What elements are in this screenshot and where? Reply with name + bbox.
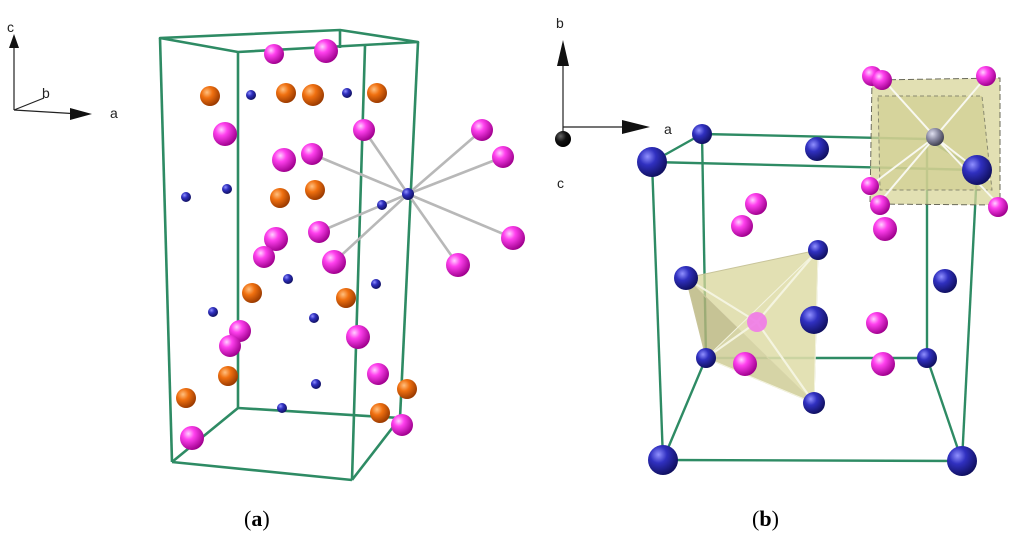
orange-atom <box>270 188 290 208</box>
magenta-atom <box>870 195 890 215</box>
magenta-atom <box>731 215 753 237</box>
blue-atom <box>962 155 992 185</box>
magenta-atom <box>180 426 204 450</box>
panel-a: c b a <box>7 19 525 482</box>
blue-atom <box>637 147 667 177</box>
blue-atom <box>808 240 828 260</box>
magenta-atom <box>745 193 767 215</box>
orange-atom <box>242 283 262 303</box>
axis-c-dot-icon <box>555 131 571 147</box>
orange-atom <box>176 388 196 408</box>
blue-atom <box>246 90 256 100</box>
magenta-atom <box>322 250 346 274</box>
magenta-atom <box>272 148 296 172</box>
magenta-atom <box>264 44 284 64</box>
unit-cell-a-back <box>171 52 401 464</box>
blue-atom <box>309 313 319 323</box>
orange-atom <box>200 86 220 106</box>
magenta-atom <box>872 70 892 90</box>
magenta-atom <box>219 335 241 357</box>
orange-atom <box>370 403 390 423</box>
panel-b-caption: (b) <box>752 506 779 532</box>
blue-atom <box>402 188 414 200</box>
caption-paren-close: ) <box>262 506 270 531</box>
panel-a-caption: (a) <box>244 506 270 532</box>
magenta-atom <box>747 312 767 332</box>
magenta-atom <box>264 227 288 251</box>
caption-paren-open: ( <box>244 506 252 531</box>
magenta-atom <box>367 363 389 385</box>
magenta-atom <box>314 39 338 63</box>
axis-label-c: c <box>557 175 564 191</box>
blue-atom <box>803 392 825 414</box>
blue-atom <box>377 200 387 210</box>
blue-atom <box>371 279 381 289</box>
magenta-atom <box>873 217 897 241</box>
magenta-atom <box>391 414 413 436</box>
blue-atom <box>648 445 678 475</box>
unit-cell-a <box>158 28 420 482</box>
caption-paren-open: ( <box>752 506 760 531</box>
magenta-atom <box>446 253 470 277</box>
magenta-atom <box>346 325 370 349</box>
magenta-atom <box>301 143 323 165</box>
blue-atom <box>947 446 977 476</box>
magenta-atom <box>492 146 514 168</box>
blue-atom <box>800 306 828 334</box>
magenta-atom <box>733 352 757 376</box>
magenta-atom <box>861 177 879 195</box>
blue-atom <box>674 266 698 290</box>
magenta-atom <box>866 312 888 334</box>
magenta-atom <box>353 119 375 141</box>
blue-atom <box>917 348 937 368</box>
gray-atom <box>926 128 944 146</box>
orange-atom <box>218 366 238 386</box>
caption-letter: a <box>251 506 263 531</box>
blue-atom <box>933 269 957 293</box>
blue-atom <box>342 88 352 98</box>
blue-atom <box>283 274 293 284</box>
axis-label-a: a <box>110 105 118 121</box>
panel-b: b a c <box>555 15 1008 476</box>
axis-triad-a <box>9 34 92 120</box>
blue-atom <box>692 124 712 144</box>
blue-atom <box>208 307 218 317</box>
blue-atom <box>181 192 191 202</box>
magenta-atom <box>308 221 330 243</box>
coordination-bonds-a <box>311 129 514 266</box>
orange-atom <box>305 180 325 200</box>
atoms-b <box>637 66 1008 476</box>
axis-label-a: a <box>664 121 672 137</box>
caption-letter: b <box>759 506 772 531</box>
axis-label-b: b <box>42 85 50 101</box>
magenta-atom <box>871 352 895 376</box>
magenta-atom <box>253 246 275 268</box>
orange-atom <box>302 84 324 106</box>
axis-label-c: c <box>7 19 14 35</box>
atoms-a <box>176 39 525 450</box>
blue-atom <box>696 348 716 368</box>
blue-atom <box>277 403 287 413</box>
orange-atom <box>397 379 417 399</box>
magenta-atom <box>213 122 237 146</box>
magenta-atom <box>976 66 996 86</box>
orange-atom <box>367 83 387 103</box>
caption-paren-close: ) <box>771 506 779 531</box>
blue-atom <box>311 379 321 389</box>
axis-triad-b <box>557 40 650 138</box>
axis-label-b: b <box>556 15 564 31</box>
blue-atom <box>805 137 829 161</box>
magenta-atom <box>501 226 525 250</box>
magenta-atom <box>988 197 1008 217</box>
orange-atom <box>336 288 356 308</box>
orange-atom <box>276 83 296 103</box>
blue-atom <box>222 184 232 194</box>
magenta-atom <box>471 119 493 141</box>
